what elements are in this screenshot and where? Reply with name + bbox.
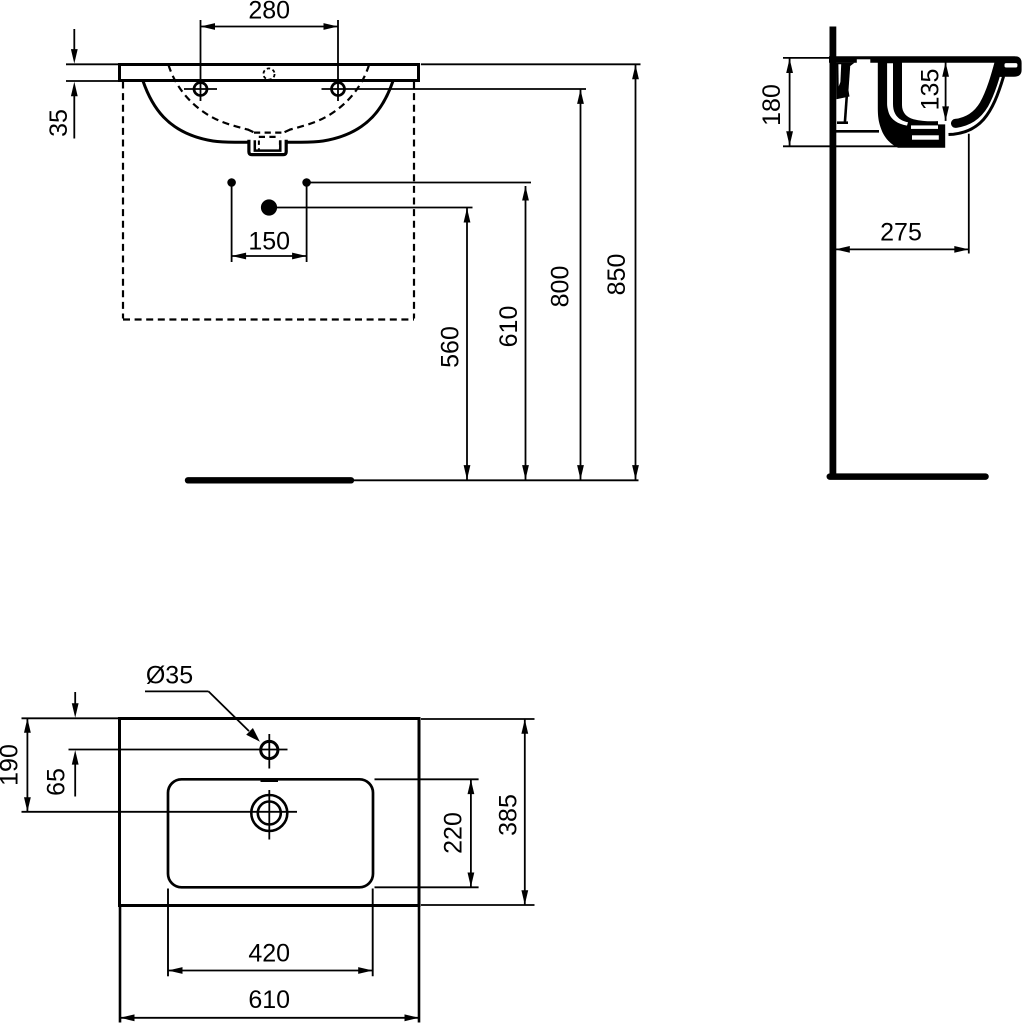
svg-text:420: 420 xyxy=(248,940,290,968)
svg-text:190: 190 xyxy=(0,744,23,786)
svg-text:150: 150 xyxy=(248,228,290,256)
svg-text:560: 560 xyxy=(436,326,464,368)
svg-text:610: 610 xyxy=(248,986,290,1014)
svg-text:220: 220 xyxy=(440,812,468,854)
svg-text:385: 385 xyxy=(494,794,522,836)
svg-text:275: 275 xyxy=(880,219,922,247)
svg-text:610: 610 xyxy=(495,306,523,348)
svg-text:65: 65 xyxy=(43,768,71,796)
svg-text:280: 280 xyxy=(248,0,290,25)
svg-text:180: 180 xyxy=(758,84,786,126)
svg-text:35: 35 xyxy=(45,109,73,137)
svg-text:135: 135 xyxy=(916,69,944,111)
svg-text:Ø35: Ø35 xyxy=(146,662,193,690)
svg-text:800: 800 xyxy=(547,266,575,308)
svg-text:850: 850 xyxy=(603,254,631,296)
